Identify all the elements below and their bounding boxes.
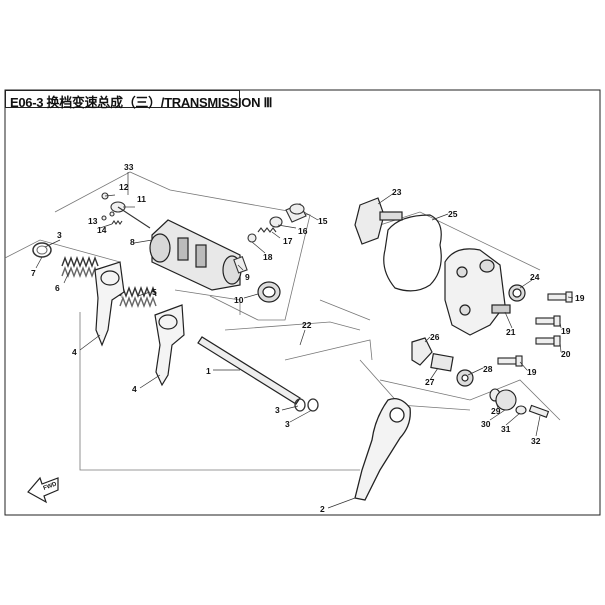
callout-3-low: 3 <box>285 419 290 429</box>
part-8-shift-drum <box>149 219 242 291</box>
callout-24: 24 <box>530 272 540 282</box>
part-26-bracket <box>411 337 433 366</box>
part-27-28 <box>430 353 474 387</box>
fwd-label: FWD <box>43 481 59 492</box>
fwd-arrow-icon: FWD <box>27 476 59 504</box>
callout-22: 22 <box>302 320 312 330</box>
callout-19-c: 19 <box>527 367 537 377</box>
leader-lines <box>35 172 574 509</box>
callout-11: 11 <box>137 194 146 204</box>
callout-3-top: 3 <box>57 230 62 240</box>
callout-25: 25 <box>448 209 458 219</box>
part-1-fork-shaft <box>197 336 301 405</box>
gearbox-cover <box>444 248 511 336</box>
part-24-seal <box>508 284 526 302</box>
callout-26: 26 <box>430 332 440 342</box>
part-29-30-31-32 <box>489 388 550 418</box>
part-6-spring <box>61 256 99 278</box>
callout-30: 30 <box>481 419 491 429</box>
part-5-spring <box>119 286 157 308</box>
callout-31: 31 <box>501 424 511 434</box>
callout-2: 2 <box>320 504 325 514</box>
callout-3-mid: 3 <box>275 405 280 415</box>
callout-15: 15 <box>318 216 328 226</box>
part-9-18-pins <box>233 233 257 274</box>
part-10-bearing <box>257 281 281 303</box>
part-2-shift-lever <box>354 397 411 501</box>
part-17-16-15 <box>257 203 307 233</box>
callout-18: 18 <box>263 252 273 262</box>
part-12-11-13-14-hardware <box>101 192 151 229</box>
part-3-circlips <box>294 398 319 412</box>
callout-4-right: 4 <box>132 384 137 394</box>
part-23-shift-arm <box>354 197 403 245</box>
callout-21: 21 <box>506 327 516 337</box>
callout-5: 5 <box>152 287 157 297</box>
callout-13: 13 <box>88 216 98 226</box>
callout-20: 20 <box>561 349 571 359</box>
page-border <box>4 89 601 516</box>
group-outlines <box>4 171 561 471</box>
callout-9: 9 <box>245 272 250 282</box>
callout-8: 8 <box>130 237 135 247</box>
part-4-fork-right <box>154 304 185 387</box>
callout-labels: 33 12 11 13 14 8 3 7 6 5 4 4 9 18 17 16 … <box>31 162 585 514</box>
callout-1: 1 <box>206 366 211 376</box>
callout-14: 14 <box>97 225 107 235</box>
callout-29: 29 <box>491 406 501 416</box>
callout-32: 32 <box>531 436 541 446</box>
callout-16: 16 <box>298 226 308 236</box>
callout-7: 7 <box>31 268 36 278</box>
callout-12: 12 <box>119 182 129 192</box>
callout-6: 6 <box>55 283 60 293</box>
callout-27: 27 <box>425 377 435 387</box>
diagram-title: E06-3 换档变速总成（三）/TRANSMISSION Ⅲ <box>10 95 273 110</box>
callout-33: 33 <box>124 162 134 172</box>
callout-19-a: 19 <box>575 293 585 303</box>
callout-17: 17 <box>283 236 293 246</box>
callout-28: 28 <box>483 364 493 374</box>
callout-4-left: 4 <box>72 347 77 357</box>
callout-10: 10 <box>234 295 244 305</box>
part-4-fork-left <box>94 261 125 347</box>
part-25-gasket <box>383 214 442 292</box>
callout-23: 23 <box>392 187 402 197</box>
callout-19-b: 19 <box>561 326 571 336</box>
